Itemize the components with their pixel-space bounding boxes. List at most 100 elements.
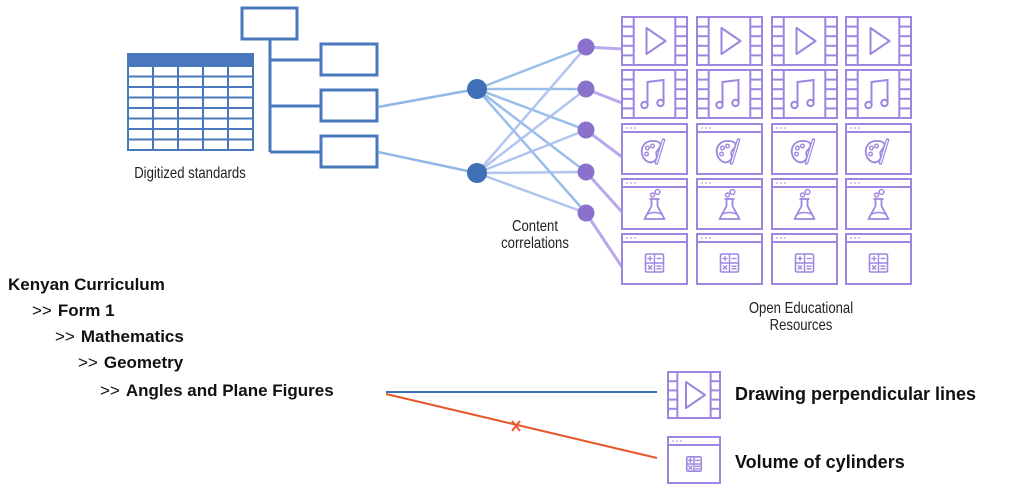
- palette-paint: [869, 145, 875, 151]
- matched-resource-calculator: [667, 436, 721, 484]
- table-cell: [129, 140, 152, 149]
- table-cell: [229, 140, 252, 149]
- resource-tile-video: [696, 16, 763, 66]
- bubble: [724, 192, 731, 198]
- music-note-head: [656, 98, 665, 108]
- music-note-head: [864, 100, 873, 110]
- flask-icon: [643, 198, 666, 220]
- standard-link: [377, 87, 478, 109]
- bubble: [654, 188, 661, 196]
- palette-paint: [868, 151, 874, 157]
- window-dot: [776, 127, 778, 129]
- window-dot: [634, 127, 636, 129]
- curriculum-level-label: Geometry: [103, 353, 184, 372]
- palette-icon: [640, 140, 662, 164]
- play-icon: [720, 27, 742, 55]
- table-cell: [154, 140, 177, 149]
- window-dot: [854, 237, 856, 239]
- window-dot: [709, 127, 711, 129]
- curriculum-level-subtopic: >>Angles and Plane Figures: [100, 378, 334, 404]
- correlation-link: [476, 171, 587, 215]
- curriculum-level-form: >>Form 1: [32, 298, 115, 324]
- curriculum-level-label: Form 1: [57, 301, 115, 320]
- table-cell: [204, 140, 227, 149]
- table-cell: [179, 67, 202, 76]
- tile-frame: [667, 371, 721, 419]
- window-dot: [784, 237, 786, 239]
- table-cell: [154, 77, 177, 86]
- palette-paint: [720, 145, 726, 151]
- tile-frame: [621, 69, 688, 119]
- curriculum-level-topic: >>Geometry: [78, 350, 183, 376]
- window-dot: [784, 127, 786, 129]
- bubble: [729, 188, 736, 196]
- resource-tile-flask: [771, 178, 838, 230]
- table-cell: [154, 98, 177, 107]
- standard-link: [377, 150, 478, 175]
- table-cell: [179, 130, 202, 139]
- resource-tile-calculator: [845, 233, 912, 285]
- window-dot: [850, 237, 852, 239]
- brush-inner: [879, 139, 889, 164]
- window-dot: [780, 182, 782, 184]
- matched-resource-video: [667, 371, 721, 419]
- palette-icon: [864, 140, 886, 164]
- curriculum-level-subject: >>Mathematics: [55, 324, 184, 350]
- resource-tile-calculator: [771, 233, 838, 285]
- flask-icon: [718, 198, 741, 220]
- window-dot: [680, 440, 682, 442]
- content-correlations-line1: Content: [512, 218, 558, 235]
- table-cell: [204, 109, 227, 118]
- content-node: [577, 163, 595, 181]
- resource-tile-music: [696, 69, 763, 119]
- resource-tile-calculator: [696, 233, 763, 285]
- table-cell: [154, 67, 177, 76]
- table-cell: [179, 119, 202, 128]
- table-cell: [129, 77, 152, 86]
- bubble: [799, 192, 806, 198]
- resource-tile-music: [771, 69, 838, 119]
- flask-liquid: [797, 211, 812, 215]
- correlation-link: [476, 170, 587, 175]
- music-note-stems: [646, 78, 665, 104]
- incorrect-match-line: [385, 393, 658, 459]
- resource-tile-flask: [621, 178, 688, 230]
- play-icon: [685, 381, 706, 409]
- palette-paint: [719, 151, 725, 157]
- content-node: [577, 204, 595, 222]
- resource-tile-palette: [621, 123, 688, 175]
- tile-frame: [696, 16, 763, 66]
- music-note-head: [640, 100, 649, 110]
- equals-key: [656, 265, 662, 270]
- hierarchy-child-box: [319, 134, 379, 169]
- oer-label-line1: Open Educational: [748, 300, 854, 317]
- times-key: [797, 265, 803, 270]
- match-lines: [385, 371, 721, 484]
- palette-paint: [650, 143, 656, 149]
- table-cell: [229, 98, 252, 107]
- table-cell: [229, 119, 252, 128]
- tile-frame: [621, 16, 688, 66]
- correlation-link: [476, 128, 587, 175]
- palette-paint: [874, 143, 880, 149]
- resource-tile-music: [845, 69, 912, 119]
- window-dot: [701, 127, 703, 129]
- table-cell: [179, 88, 202, 97]
- resource-tile-palette: [845, 123, 912, 175]
- window-dot: [854, 182, 856, 184]
- window-dot: [780, 237, 782, 239]
- palette-icon: [715, 140, 737, 164]
- table-cell: [129, 67, 152, 76]
- content-correlations-label: Content correlations: [486, 218, 584, 252]
- correlation-link: [476, 46, 587, 174]
- window-dot: [709, 237, 711, 239]
- breadcrumb-separator: >>: [55, 327, 75, 346]
- tile-frame: [696, 69, 763, 119]
- resource-grid: [621, 16, 912, 285]
- table-cell: [129, 119, 152, 128]
- match-resource-correct: Drawing perpendicular lines: [735, 384, 977, 404]
- table-cell: [129, 98, 152, 107]
- table-cell: [204, 98, 227, 107]
- window-dot: [705, 237, 707, 239]
